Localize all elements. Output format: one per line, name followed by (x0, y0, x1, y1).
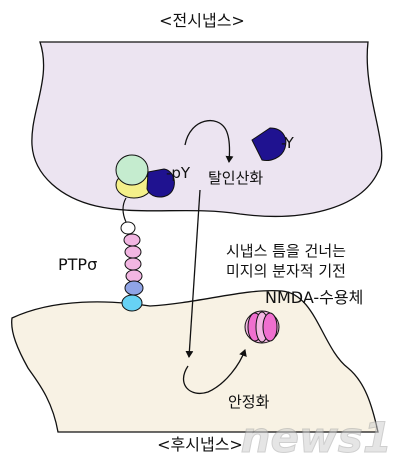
presynapse-title: <전시냅스> (159, 11, 245, 30)
ptp-domain-7 (121, 294, 143, 312)
ptp-domain-4 (124, 257, 142, 271)
y-label: -Y (281, 134, 295, 152)
ptp-domain-6 (124, 280, 144, 296)
news1-watermark: news1 (240, 413, 392, 463)
postsynapse-title: <후시냅스> (157, 435, 243, 454)
dephosphorylation-arrow (184, 120, 234, 163)
phosphorylated-domain-icon (146, 168, 175, 198)
ptp-chain (120, 221, 144, 312)
dephosphorylation-label: 탈인산화 (208, 169, 263, 187)
postsynaptic-terminal (11, 289, 379, 433)
py-label: -pY (166, 164, 191, 182)
stabilization-arrow (182, 349, 247, 394)
ptp-domain-2 (123, 233, 141, 247)
stabilization-label: 안정화 (228, 393, 270, 411)
ptp-label: PTPσ (58, 255, 97, 274)
free-domain-icon (251, 127, 287, 161)
nmda-receptor-icon (244, 310, 280, 344)
ptp-stalk (122, 197, 127, 223)
mechanism-line-1: 시냅스 틈을 건너는 (226, 242, 346, 260)
ptp-domain-3 (124, 245, 142, 259)
mechanism-line-2: 미지의 분자적 기전 (226, 262, 346, 280)
mint-domain-icon (115, 154, 149, 186)
signal-arrow (185, 189, 201, 358)
ptp-domain-5 (125, 269, 143, 283)
ptp-domain-1 (120, 221, 136, 235)
presynaptic-terminal (31, 41, 383, 217)
watermark-text: news1 (241, 413, 392, 462)
nmda-label: NMDA-수용체 (265, 288, 363, 307)
